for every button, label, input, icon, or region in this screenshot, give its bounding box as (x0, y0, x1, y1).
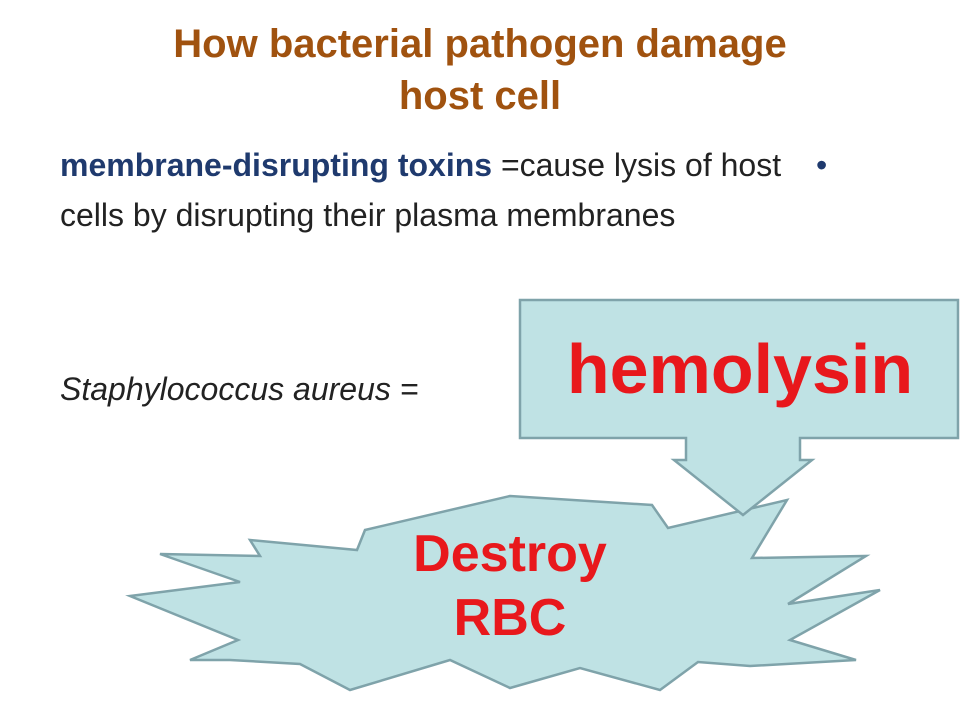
bullet-marker: • (816, 147, 828, 183)
definition-paragraph: membrane-disrupting toxins =cause lysis … (60, 140, 800, 240)
organism-name: Staphylococcus aureus = (60, 371, 419, 407)
title-line-1: How bacterial pathogen damage (173, 22, 787, 66)
slide-title: How bacterial pathogen damage host cell (60, 18, 900, 122)
toxin-keyword: membrane-disrupting toxins (60, 147, 493, 183)
burst-line-2: RBC (453, 589, 567, 647)
hemolysin-label: hemolysin (566, 330, 914, 408)
explosion-burst-shape (125, 494, 881, 692)
title-line-2: host cell (398, 74, 562, 118)
callout-arrow-shape (518, 298, 960, 517)
burst-line-1: Destroy (413, 525, 607, 583)
destroy-rbc-label: Destroy RBC (330, 522, 690, 650)
toxin-definition: =cause lysis of host cells by disrupting… (60, 147, 782, 233)
